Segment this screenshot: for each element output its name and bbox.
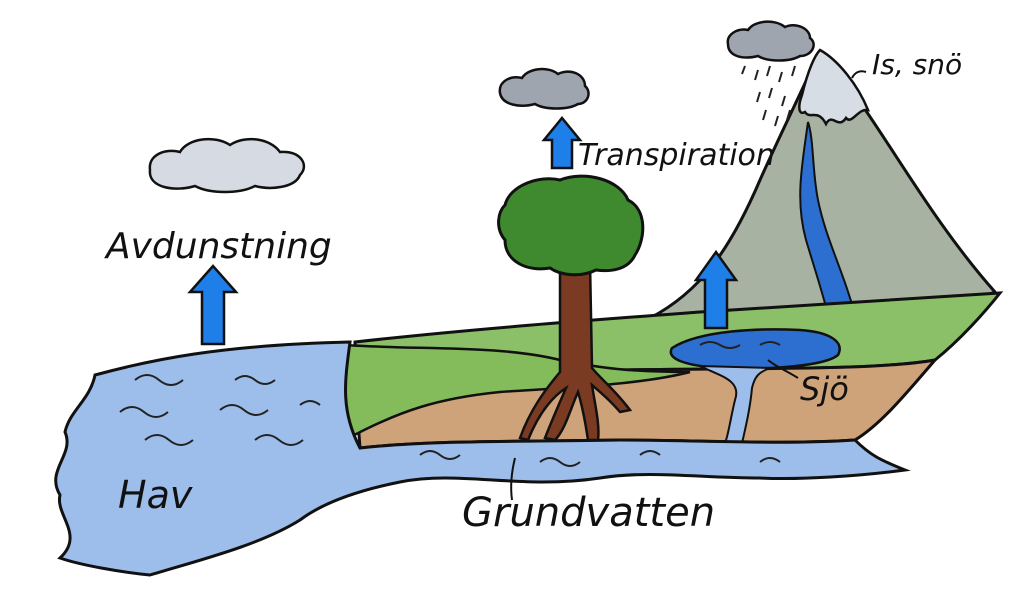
rain xyxy=(742,66,795,126)
cloud-tree xyxy=(500,69,589,108)
label-transpiration: Transpiration xyxy=(578,138,775,173)
cloud-mountain xyxy=(728,22,814,61)
transpiration-arrow xyxy=(544,118,580,168)
label-groundwater: Grundvatten xyxy=(462,490,715,536)
label-lake: Sjö xyxy=(800,370,849,408)
label-evaporation: Avdunstning xyxy=(104,226,332,267)
label-sea: Hav xyxy=(118,473,193,517)
evaporation-arrow xyxy=(190,266,236,344)
ice-snow-pointer xyxy=(852,71,866,78)
cloud-sea xyxy=(150,139,304,192)
label-ice-snow: Is, snö xyxy=(872,48,962,81)
tree-crown xyxy=(499,176,643,275)
snow-cap xyxy=(799,50,868,124)
